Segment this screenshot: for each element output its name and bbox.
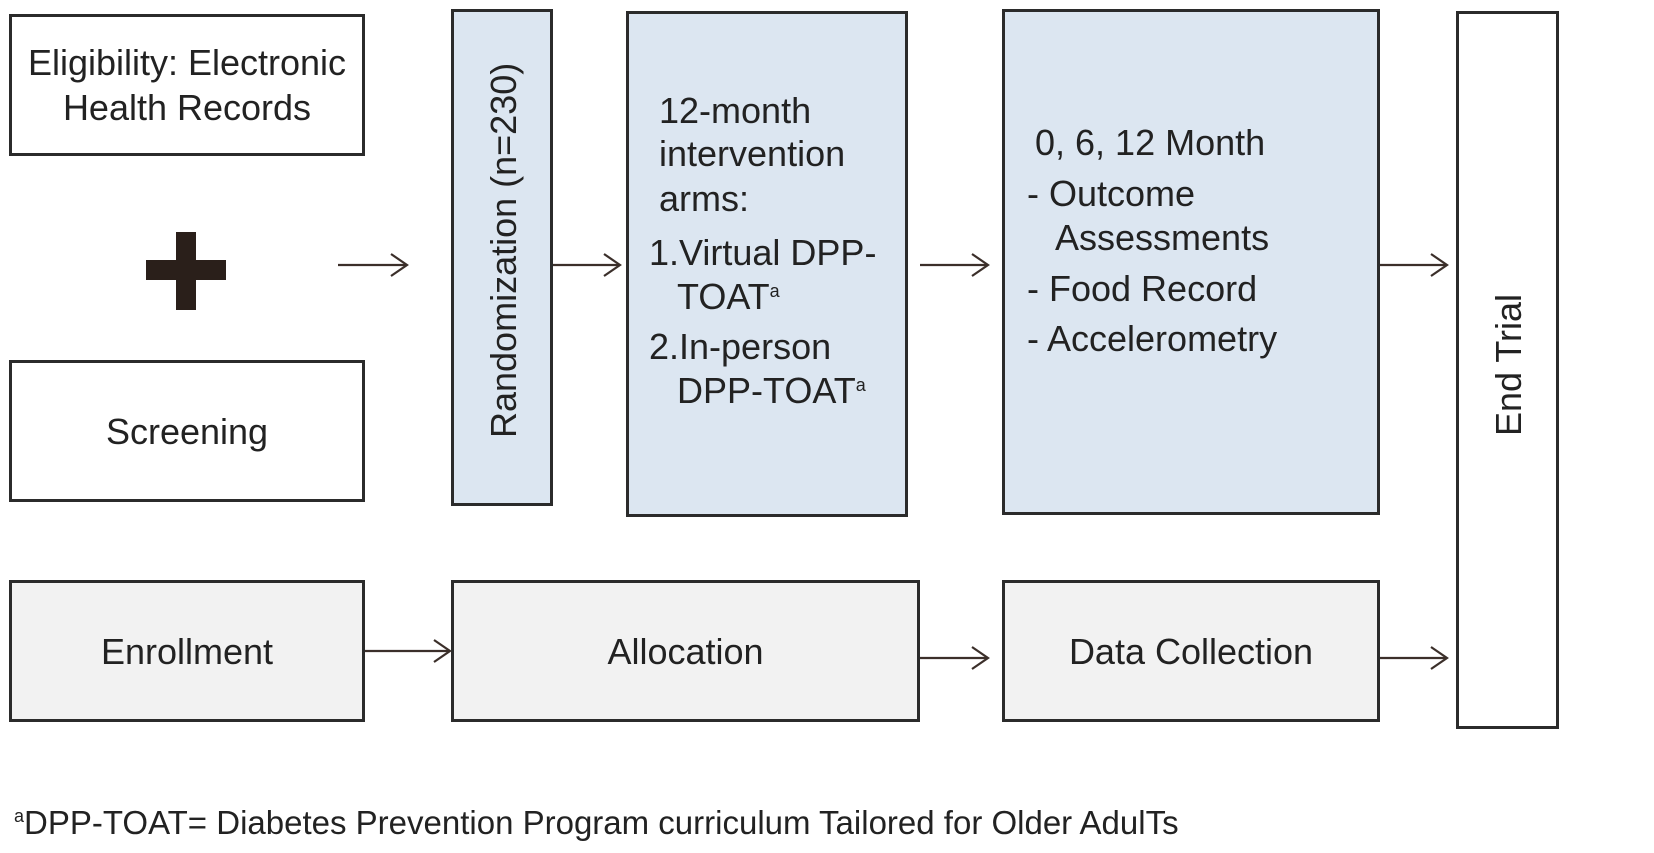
arm2-name: DPP-TOAT bbox=[677, 370, 856, 411]
screening-label: Screening bbox=[105, 410, 269, 452]
arrow-allocation-to-data-collection bbox=[920, 646, 990, 670]
enrollment-box: Enrollment bbox=[9, 580, 365, 722]
arm1-footnote-marker: a bbox=[769, 281, 780, 301]
footnote-text: DPP-TOAT= Diabetes Prevention Program cu… bbox=[24, 804, 1179, 841]
randomization-box: Randomization (n=230) bbox=[451, 9, 553, 506]
arm2-footnote-marker: a bbox=[855, 375, 866, 395]
assessment-item-outcome-cont: Assessments bbox=[1055, 217, 1270, 258]
assessment-item-outcome: - Outcome bbox=[1027, 173, 1196, 214]
data-collection-box: Data Collection bbox=[1002, 580, 1380, 722]
arrow-to-assessments bbox=[920, 253, 990, 277]
assessment-item-accelerometry: - Accelerometry bbox=[1027, 318, 1278, 359]
allocation-box: Allocation bbox=[451, 580, 920, 722]
end-trial-box: End Trial bbox=[1456, 11, 1559, 729]
allocation-label: Allocation bbox=[607, 630, 764, 672]
intervention-heading-line2: intervention bbox=[659, 133, 846, 174]
intervention-arms-box: 12-month intervention arms: 1.Virtual DP… bbox=[626, 11, 908, 517]
arrow-enrollment-to-allocation bbox=[365, 639, 452, 663]
enrollment-label: Enrollment bbox=[100, 630, 274, 672]
arrow-to-randomization bbox=[338, 253, 409, 277]
eligibility-box: Eligibility: Electronic Health Records bbox=[9, 14, 365, 156]
plus-icon bbox=[146, 232, 226, 310]
intervention-heading-line3: arms: bbox=[659, 178, 749, 219]
intervention-heading-line1: 12-month bbox=[659, 90, 812, 131]
arrow-data-collection-to-end-trial bbox=[1380, 646, 1449, 670]
data-collection-label: Data Collection bbox=[1068, 630, 1314, 672]
arm1-line2: TOATa bbox=[677, 276, 780, 318]
arm1-line1: 1.Virtual DPP- bbox=[649, 232, 877, 273]
assessment-timepoints: 0, 6, 12 Month bbox=[1035, 122, 1266, 163]
assessment-item-food-record: - Food Record bbox=[1027, 268, 1258, 309]
arrow-to-end-trial-top bbox=[1380, 253, 1449, 277]
arm2-line1: 2.In-person bbox=[649, 326, 832, 367]
assessments-box: 0, 6, 12 Month - Outcome Assessments - F… bbox=[1002, 9, 1380, 515]
eligibility-label: Eligibility: Electronic Health Records bbox=[27, 42, 347, 128]
screening-box: Screening bbox=[9, 360, 365, 502]
footnote: aDPP-TOAT= Diabetes Prevention Program c… bbox=[14, 804, 1179, 842]
footnote-marker: a bbox=[14, 806, 25, 826]
arrow-to-intervention bbox=[553, 253, 622, 277]
arm1-name: TOAT bbox=[677, 276, 770, 317]
arm2-line2: DPP-TOATa bbox=[677, 370, 866, 412]
